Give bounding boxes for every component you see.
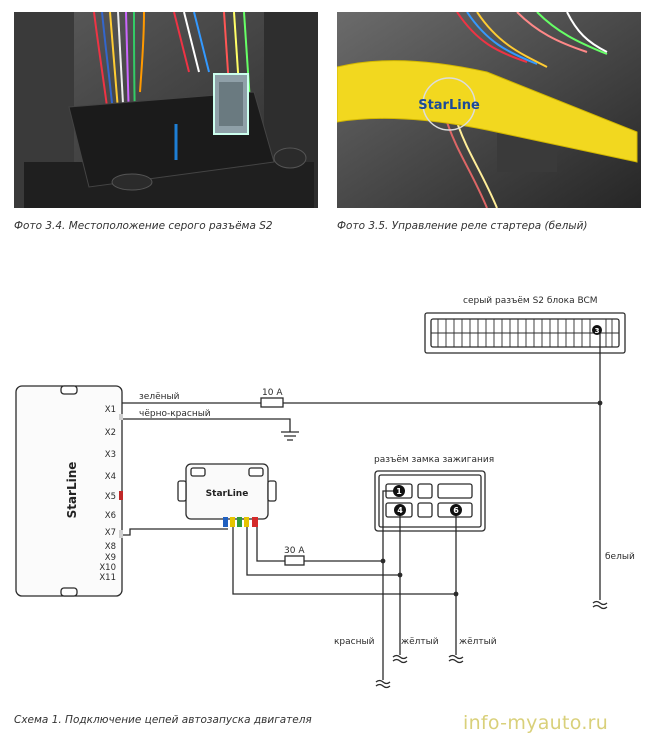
schema-caption: Схема 1. Подключение цепей автозапуска д… xyxy=(14,714,312,726)
main-unit-mount-top xyxy=(60,385,78,395)
label-black-red: чёрно-красный xyxy=(139,409,211,419)
pin-label: X10 xyxy=(99,563,116,573)
watermark: info-myauto.ru xyxy=(463,712,609,734)
ignition-pin-badge-6: 6 xyxy=(450,504,462,516)
ground-symbol xyxy=(281,431,299,441)
pin-label: X4 xyxy=(105,472,116,482)
starline-logo: StarLine xyxy=(418,98,480,113)
label-red: красный xyxy=(334,637,375,647)
wire-yellow-2 xyxy=(232,523,456,595)
break-red xyxy=(375,679,391,689)
break-white xyxy=(592,600,608,610)
svg-text:4: 4 xyxy=(397,506,403,515)
label-green: зелёный xyxy=(139,392,180,402)
photo-starter-relay-control: StarLine xyxy=(337,12,641,208)
module-wire-yellow-a xyxy=(230,517,235,527)
module-wire-red xyxy=(252,517,258,527)
svg-text:6: 6 xyxy=(453,506,459,515)
main-unit-brand: StarLine xyxy=(65,462,79,519)
pin-label: X7 xyxy=(105,528,116,538)
pin-label: X11 xyxy=(99,573,116,583)
photo-caption-2: Фото 3.5. Управление реле стартера (белы… xyxy=(337,220,588,232)
wire-black-red-x2 xyxy=(122,418,291,432)
photo-grey-connector-s2 xyxy=(14,12,318,208)
photo-caption-1: Фото 3.4. Местоположение серого разъёма … xyxy=(14,220,273,232)
fuse-10a xyxy=(260,397,284,408)
wire-x7-to-module xyxy=(122,528,228,536)
svg-text:1: 1 xyxy=(396,487,402,496)
fuse-30a xyxy=(284,555,305,566)
svg-text:3: 3 xyxy=(595,327,600,335)
ignition-connector xyxy=(374,470,486,532)
ignition-pin-badge-1: 1 xyxy=(393,485,405,497)
bcm-connector-pins xyxy=(431,319,619,347)
bcm-connector-label: серый разъём S2 блока BCM xyxy=(463,296,598,306)
pin-label: X2 xyxy=(105,428,116,438)
label-yellow-1: жёлтый xyxy=(401,637,439,647)
pin-label: X6 xyxy=(105,511,116,521)
ignition-pin-badge-4: 4 xyxy=(394,504,406,516)
main-unit-mount-bottom xyxy=(60,587,78,597)
label-yellow-2: жёлтый xyxy=(459,637,497,647)
wire-yellow-1 xyxy=(246,523,400,576)
pin-label: X3 xyxy=(105,450,116,460)
pin-label: X1 xyxy=(105,405,116,415)
module-wire-blue xyxy=(223,517,228,527)
break-yellow-2 xyxy=(448,654,464,664)
pin-label: X9 xyxy=(105,553,116,563)
module-brand: StarLine xyxy=(206,489,249,499)
module-wire-green xyxy=(237,517,242,527)
bcm-pin-badge: 3 xyxy=(592,325,602,335)
ignition-connector-label: разъём замка зажигания xyxy=(374,455,494,465)
label-fuse-10a: 10 А xyxy=(262,388,283,398)
label-fuse-30a: 30 А xyxy=(284,546,305,556)
pin-label: X8 xyxy=(105,542,116,552)
pin-label: X5 xyxy=(105,492,116,502)
module-wire-yellow-b xyxy=(244,517,249,527)
label-white: белый xyxy=(605,552,635,562)
wire-red-30a xyxy=(256,523,383,562)
break-yellow-1 xyxy=(392,654,408,664)
